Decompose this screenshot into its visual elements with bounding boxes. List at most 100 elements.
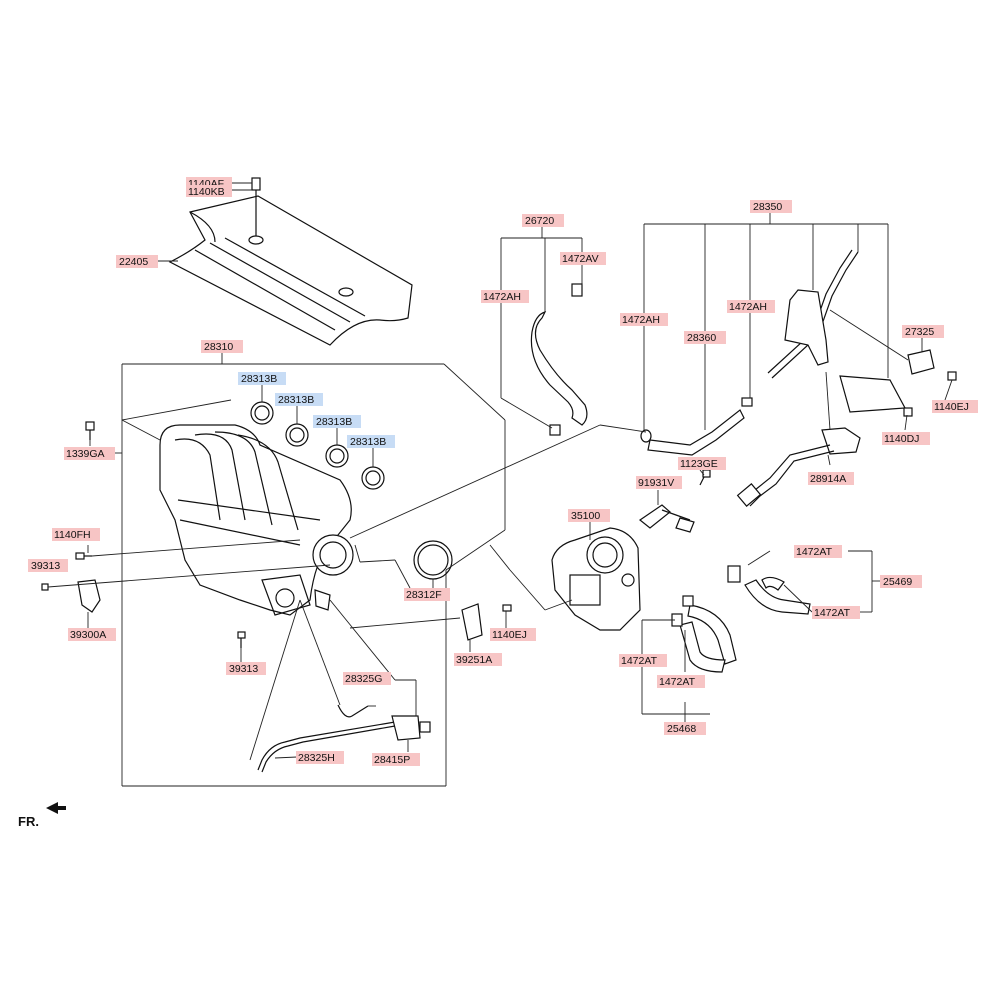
label-28325g: 28325G — [343, 672, 391, 685]
label-91931v: 91931V — [636, 476, 682, 489]
svg-text:1472AT: 1472AT — [621, 655, 658, 667]
svg-text:39313: 39313 — [31, 560, 60, 572]
hose-28360 — [640, 397, 753, 456]
hose-28325 — [257, 704, 431, 773]
label-28360: 28360 — [684, 331, 726, 344]
label-1472ah-b: 1472AH — [620, 313, 668, 326]
svg-text:28325G: 28325G — [345, 673, 382, 685]
svg-text:91931V: 91931V — [638, 477, 674, 489]
svg-text:28313B: 28313B — [316, 416, 352, 428]
svg-text:28360: 28360 — [687, 332, 716, 344]
label-1472at-d: 1472AT — [657, 675, 705, 688]
svg-text:28914A: 28914A — [810, 473, 846, 485]
svg-text:1472AV: 1472AV — [562, 253, 599, 265]
label-1472ah-c: 1472AH — [727, 300, 775, 313]
svg-text:25469: 25469 — [883, 576, 912, 588]
label-28313b-2: 28313B — [275, 393, 323, 406]
label-28325h: 28325H — [296, 751, 344, 764]
label-28350: 28350 — [750, 200, 792, 213]
fr-label: FR. — [18, 814, 39, 829]
arrow-icon — [46, 802, 66, 814]
svg-text:1123GE: 1123GE — [680, 458, 718, 470]
svg-text:1472AT: 1472AT — [814, 607, 851, 619]
svg-text:28313B: 28313B — [278, 394, 314, 406]
engine-cover-part — [168, 177, 413, 346]
svg-text:1140DJ: 1140DJ — [884, 433, 919, 445]
intake-manifold-part — [159, 424, 354, 616]
valve-28914a — [736, 427, 861, 507]
label-25469: 25469 — [880, 575, 922, 588]
label-1472at-b: 1472AT — [812, 606, 860, 619]
bolt-1140fh — [75, 552, 92, 560]
leader-lines — [47, 182, 953, 761]
svg-text:1472AT: 1472AT — [659, 676, 696, 688]
label-28914a: 28914A — [808, 472, 854, 485]
label-26720: 26720 — [522, 214, 564, 227]
throttle-body-35100 — [551, 527, 641, 631]
svg-text:28350: 28350 — [753, 201, 782, 213]
svg-text:39251A: 39251A — [456, 654, 492, 666]
label-1140ej-a: 1140EJ — [932, 400, 978, 413]
label-39251a: 39251A — [454, 653, 502, 666]
svg-text:1140EJ: 1140EJ — [934, 401, 969, 413]
label-1123ge: 1123GE — [678, 457, 726, 470]
svg-text:28325H: 28325H — [298, 752, 335, 764]
svg-text:35100: 35100 — [571, 510, 600, 522]
sensor-27325 — [839, 349, 957, 417]
svg-text:1339GA: 1339GA — [66, 448, 105, 460]
label-39313-b: 39313 — [226, 662, 266, 675]
label-28313b-1: 28313B — [238, 372, 286, 385]
label-27325: 27325 — [902, 325, 944, 338]
label-39300a: 39300A — [68, 628, 116, 641]
svg-text:1472AH: 1472AH — [729, 301, 767, 313]
svg-text:1140KB: 1140KB — [188, 186, 225, 198]
svg-text:1472AH: 1472AH — [622, 314, 660, 326]
svg-text:1472AT: 1472AT — [796, 546, 833, 558]
bolt-39313 — [237, 631, 246, 648]
label-22405: 22405 — [116, 255, 158, 268]
sensor-39300a — [41, 579, 101, 613]
label-28313b-3: 28313B — [313, 415, 361, 428]
bracket-39251a — [461, 603, 512, 641]
hose-25469 — [727, 565, 811, 615]
label-25468: 25468 — [664, 722, 706, 735]
label-35100: 35100 — [568, 509, 610, 522]
label-28415p: 28415P — [372, 753, 420, 766]
gasket-28312f — [413, 540, 453, 580]
svg-text:22405: 22405 — [119, 256, 148, 268]
label-1140kb: 1140KB — [186, 185, 232, 198]
label-1140fh: 1140FH — [52, 528, 100, 541]
intake-manifold-frame — [121, 352, 506, 787]
label-1472ah-a: 1472AH — [481, 290, 529, 303]
label-1472av: 1472AV — [560, 252, 606, 265]
label-28310: 28310 — [201, 340, 243, 353]
hose-25468 — [671, 595, 737, 673]
label-1140dj: 1140DJ — [882, 432, 930, 445]
svg-text:1140FH: 1140FH — [54, 529, 91, 541]
svg-text:39300A: 39300A — [70, 629, 106, 641]
svg-text:1140EJ: 1140EJ — [492, 629, 527, 641]
svg-text:28313B: 28313B — [350, 436, 386, 448]
svg-text:28312F: 28312F — [406, 589, 442, 601]
svg-text:28310: 28310 — [204, 341, 233, 353]
label-28313b-4: 28313B — [347, 435, 395, 448]
svg-text:26720: 26720 — [525, 215, 554, 227]
front-direction-indicator: FR. — [18, 802, 66, 829]
svg-text:28313B: 28313B — [241, 373, 277, 385]
label-39313-a: 39313 — [28, 559, 68, 572]
label-1472at-c: 1472AT — [619, 654, 667, 667]
label-1339ga: 1339GA — [64, 447, 115, 460]
harness-91931v — [638, 504, 695, 533]
svg-text:1472AH: 1472AH — [483, 291, 521, 303]
svg-text:39313: 39313 — [229, 663, 258, 675]
svg-text:27325: 27325 — [905, 326, 934, 338]
label-1140ej-b: 1140EJ — [490, 628, 536, 641]
label-28312f: 28312F — [404, 588, 450, 601]
label-1472at-a: 1472AT — [794, 545, 842, 558]
pipe-28350 — [767, 249, 859, 379]
svg-text:25468: 25468 — [667, 723, 696, 735]
svg-text:28415P: 28415P — [374, 754, 410, 766]
hose-26720 — [530, 283, 588, 436]
bolt-1339ga — [85, 421, 95, 440]
